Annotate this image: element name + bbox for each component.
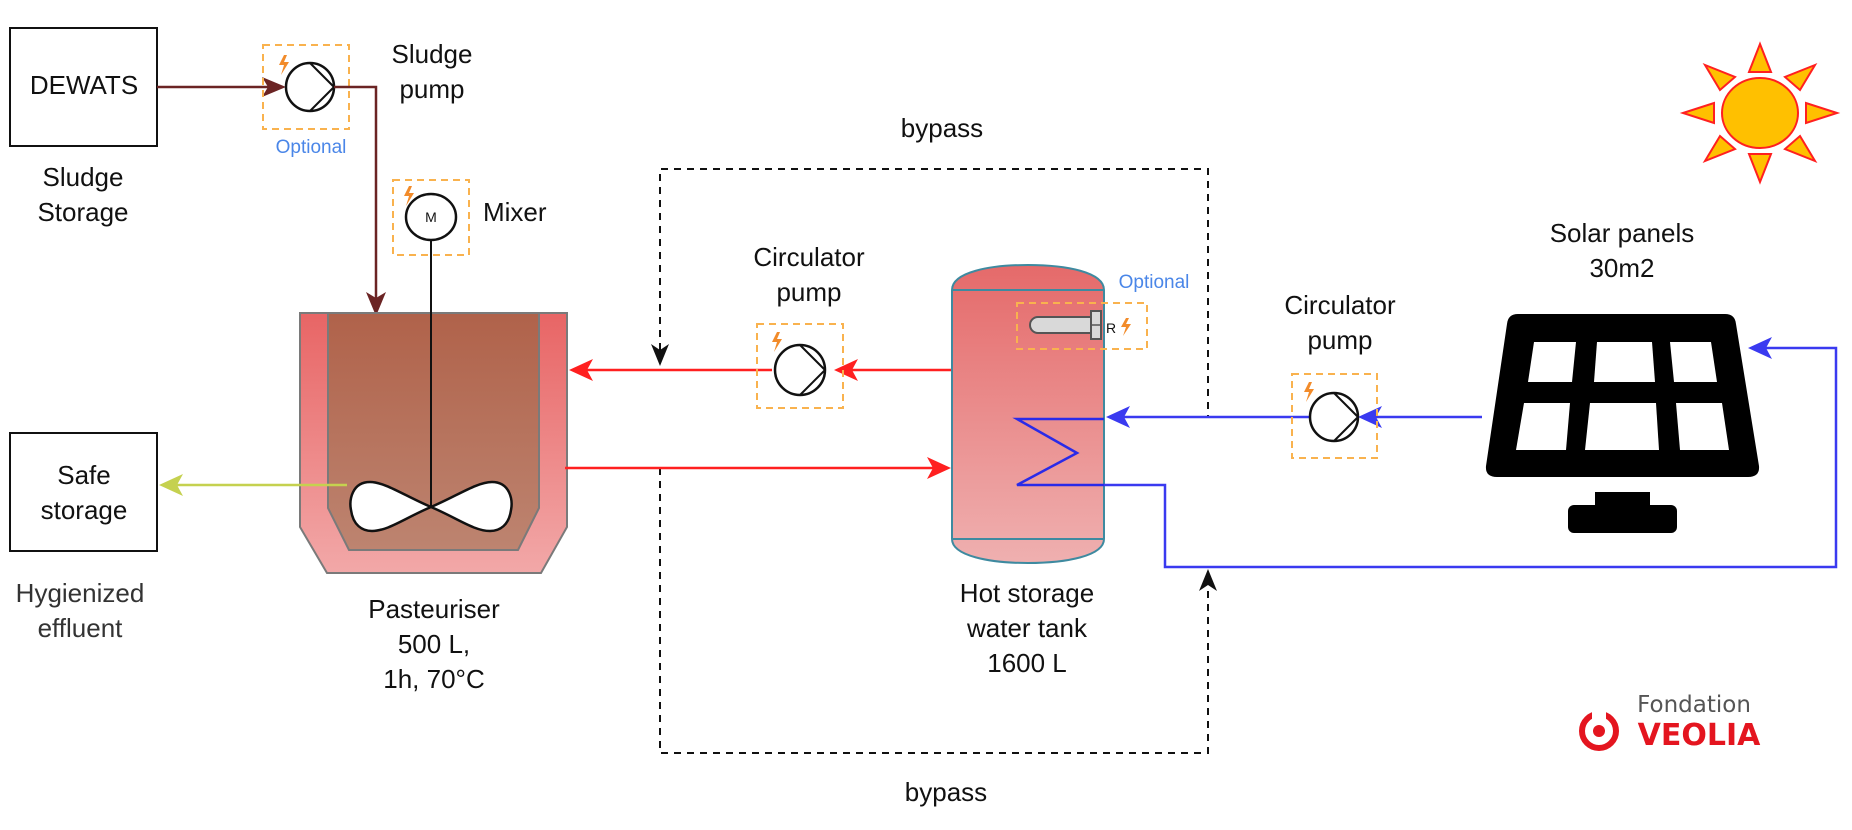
arrowhead-icon xyxy=(927,457,951,479)
optional-box xyxy=(1291,373,1378,459)
sludge-pump[interactable]: Optional Sludge pump xyxy=(262,39,473,158)
pasteuriser[interactable]: Pasteuriser 500 L, 1h, 70°C xyxy=(299,240,568,694)
arrowhead-icon xyxy=(834,359,858,381)
solar-panel-icon xyxy=(1485,314,1760,477)
circulator-pump-right[interactable]: Circulator pump xyxy=(1284,290,1396,459)
arrowhead-icon xyxy=(262,77,286,97)
dewats-node[interactable]: DEWATS Sludge Storage xyxy=(9,27,158,227)
pasteuriser-label-line1: Pasteuriser xyxy=(368,594,500,624)
circulator-left-label-line1: Circulator xyxy=(753,242,865,272)
hot-line-pump-to-pasteuriser xyxy=(569,359,772,381)
heat-exchanger-coil xyxy=(1012,417,1104,487)
tank-label-line3: 1600 L xyxy=(987,648,1067,678)
bolt-icon xyxy=(404,186,414,206)
sludge-line-dewats-to-pump xyxy=(157,77,286,97)
safe-storage-label-line2: storage xyxy=(41,495,128,525)
pump-icon xyxy=(773,343,827,397)
optional-box xyxy=(392,179,470,256)
impeller-blade-right xyxy=(427,480,513,533)
arrowhead-icon xyxy=(1748,337,1772,359)
safe-storage-node[interactable]: Safe storage Hygienized effluent xyxy=(9,432,158,643)
sludge-storage-caption-line2: Storage xyxy=(37,197,128,227)
solar-stand-base xyxy=(1568,505,1677,533)
pump-icon xyxy=(1308,391,1360,443)
arrowhead-icon xyxy=(159,474,183,496)
safe-storage-box xyxy=(9,432,158,552)
tank-label-line1: Hot storage xyxy=(960,578,1094,608)
optional-box xyxy=(756,323,844,409)
sludge-pump-optional-tag: Optional xyxy=(276,137,347,158)
solar-panels[interactable]: Solar panels 30m2 xyxy=(1485,218,1760,533)
sludge-line-pump-to-pasteuriser xyxy=(334,85,386,316)
motor-letter: M xyxy=(425,209,437,225)
heater-rod-icon xyxy=(1029,316,1092,334)
logo-line2: VEOLIA xyxy=(1638,718,1761,753)
logo-line1: Fondation xyxy=(1637,692,1751,718)
bolt-icon xyxy=(279,55,289,75)
arrowhead-icon xyxy=(366,292,386,316)
pump-icon xyxy=(284,61,336,113)
tank-label-line2: water tank xyxy=(966,613,1088,643)
tank-body xyxy=(951,263,1105,565)
sun-icon xyxy=(1679,41,1841,185)
pasteuriser-label-line2: 500 L, xyxy=(398,629,470,659)
circulator-left-label-line2: pump xyxy=(776,277,841,307)
hot-line-pasteuriser-to-tank xyxy=(565,457,951,479)
circulator-pump-left[interactable]: Circulator pump xyxy=(753,242,865,409)
solar-label-line2: 30m2 xyxy=(1589,253,1654,283)
bolt-icon xyxy=(1121,318,1131,336)
circulator-right-label-line1: Circulator xyxy=(1284,290,1396,320)
arrowhead-icon xyxy=(1106,406,1130,428)
arrowhead-icon xyxy=(651,344,669,366)
hygienized-caption-line2: effluent xyxy=(38,613,124,643)
impeller-blade-left xyxy=(349,480,435,533)
dewats-label: DEWATS xyxy=(30,70,138,100)
arrowhead-icon xyxy=(1199,569,1217,591)
sludge-storage-caption-line1: Sludge xyxy=(43,162,124,192)
solar-label-line1: Solar panels xyxy=(1550,218,1695,248)
optional-box xyxy=(262,44,350,130)
bolt-icon xyxy=(1304,382,1314,402)
safe-storage-label-line1: Safe xyxy=(57,460,111,490)
bypass-label-top: bypass xyxy=(901,113,983,143)
hot-line-tank-to-pump xyxy=(834,359,952,381)
heater-optional-tag: Optional xyxy=(1119,272,1190,293)
effluent-line xyxy=(159,474,347,496)
heater-letter: R xyxy=(1106,320,1116,336)
dewats-box xyxy=(9,27,158,147)
solar-line-tank-to-panel xyxy=(1104,337,1838,569)
bypass-loop: bypass bypass xyxy=(651,113,1217,807)
mixer-label: Mixer xyxy=(483,197,547,227)
bolt-icon xyxy=(772,332,782,352)
hot-storage-tank[interactable]: R Optional Hot storage water tank 1600 L xyxy=(951,263,1190,678)
sludge-pump-label-line1: Sludge xyxy=(392,39,473,69)
mixer[interactable]: M Mixer xyxy=(392,179,547,256)
optional-box xyxy=(1016,302,1148,350)
pasteuriser-label-line3: 1h, 70°C xyxy=(383,664,484,694)
sludge-pump-label-line2: pump xyxy=(399,74,464,104)
arrowhead-icon xyxy=(569,359,593,381)
fondation-veolia-logo: Fondation VEOLIA xyxy=(1579,692,1761,753)
bypass-label-bottom: bypass xyxy=(905,777,987,807)
solar-line-pump-to-tank xyxy=(1106,406,1310,428)
circulator-right-label-line2: pump xyxy=(1307,325,1372,355)
hygienized-caption-line1: Hygienized xyxy=(16,578,145,608)
